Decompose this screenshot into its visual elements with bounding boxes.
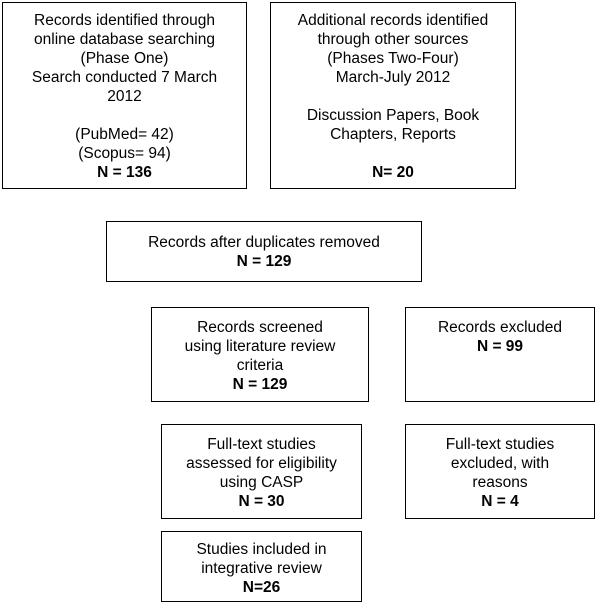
included-line-1: Studies included in [196,541,327,558]
assessed-line-2: assessed for eligibility [186,455,337,472]
phase-one-line-4: Search conducted 7 March [31,69,218,86]
box-duplicates-removed: Records after duplicates removed N = 129 [106,221,422,282]
duplicates-removed-label: Records after duplicates removed [148,234,380,251]
duplicates-removed-total: N = 129 [236,253,292,270]
spacer [271,87,515,106]
box-full-text-assessed: Full-text studies assessed for eligibili… [161,424,362,519]
phase-one-line-2: online database searching [34,31,215,48]
phase-one-line-3: (Phase One) [80,50,169,67]
scopus-count: (Scopus= 94) [78,145,171,162]
included-total: N=26 [242,579,281,596]
assessed-line-3: using CASP [219,474,304,491]
screened-line-1: Records screened [197,319,323,336]
phase-one-total: N = 136 [97,164,152,181]
screened-line-2: using literature review [184,338,336,355]
included-line-2: integrative review [201,560,322,577]
source-types-line-1: Discussion Papers, Book [306,107,480,124]
other-sources-line-2: through other sources [317,31,469,48]
box-records-screened: Records screened using literature review… [151,307,369,402]
pubmed-count: (PubMed= 42) [75,126,174,143]
excluded-total: N = 99 [476,338,524,355]
excluded-label: Records excluded [437,319,563,336]
other-sources-line-1: Additional records identified [297,12,489,29]
other-sources-line-3: (Phases Two-Four) [327,50,459,67]
assessed-line-1: Full-text studies [207,436,316,453]
box-records-excluded: Records excluded N = 99 [405,307,595,402]
phase-one-line-1: Records identified through [34,12,215,29]
full-text-excluded-line-2: excluded, with [450,455,550,472]
spacer [3,106,246,125]
full-text-excluded-total: N = 4 [481,493,519,510]
other-sources-line-4: March-July 2012 [335,69,451,86]
spacer [271,144,515,163]
full-text-excluded-line-3: reasons [472,474,528,491]
full-text-excluded-line-1: Full-text studies [445,436,555,453]
box-records-identified-database: Records identified through online databa… [2,2,247,189]
screened-total: N = 129 [232,376,288,393]
source-types-line-2: Chapters, Reports [330,126,456,143]
box-studies-included: Studies included in integrative review N… [161,531,362,602]
box-full-text-excluded: Full-text studies excluded, with reasons… [405,424,595,519]
other-sources-total: N= 20 [372,164,414,181]
box-additional-records: Additional records identified through ot… [270,2,516,189]
screened-line-3: criteria [236,357,284,374]
assessed-total: N = 30 [238,493,285,510]
phase-one-line-5: 2012 [107,88,142,105]
